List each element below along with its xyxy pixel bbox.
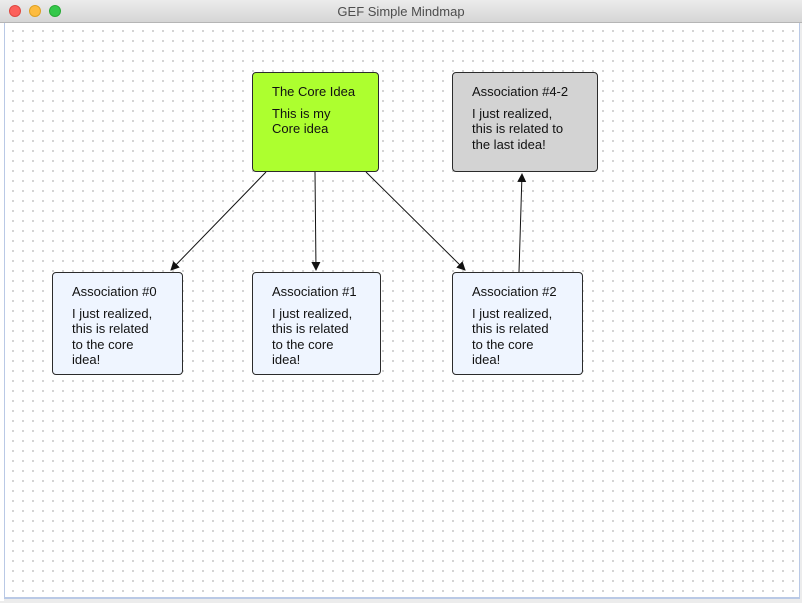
- window-left-edge: [0, 23, 4, 601]
- minimize-window-button[interactable]: [29, 5, 41, 17]
- node-text: I just realized, this is related to the …: [272, 305, 353, 368]
- mindmap-node-association-1[interactable]: Association #1 I just realized, this is …: [252, 272, 381, 375]
- close-window-button[interactable]: [9, 5, 21, 17]
- mindmap-node-core-idea[interactable]: The Core Idea This is my Core idea: [252, 72, 379, 172]
- mindmap-node-association-2[interactable]: Association #2 I just realized, this is …: [452, 272, 583, 375]
- mindmap-node-association-0[interactable]: Association #0 I just realized, this is …: [52, 272, 183, 375]
- node-text: I just realized, this is related to the …: [472, 305, 553, 368]
- node-text: I just realized, this is related to the …: [72, 305, 153, 368]
- node-title: Association #4-2: [472, 84, 569, 99]
- node-text: This is my Core idea: [272, 105, 331, 137]
- node-title: Association #0: [72, 284, 157, 299]
- node-title: The Core Idea: [272, 84, 356, 99]
- window-title: GEF Simple Mindmap: [337, 4, 465, 19]
- zoom-window-button[interactable]: [49, 5, 61, 17]
- node-title: Association #1: [272, 284, 357, 299]
- mindmap-node-association-4-2[interactable]: Association #4-2 I just realized, this i…: [452, 72, 598, 172]
- node-text: I just realized, this is related to the …: [472, 105, 564, 152]
- node-title: Association #2: [472, 284, 557, 299]
- title-bar[interactable]: GEF Simple Mindmap: [0, 0, 802, 23]
